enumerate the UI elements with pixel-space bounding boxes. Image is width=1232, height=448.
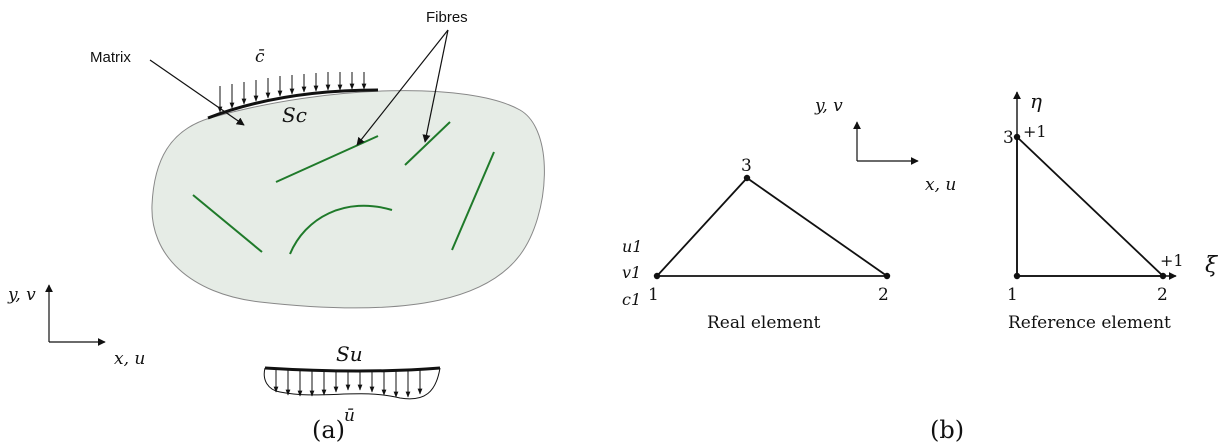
ref-node-1-label: 1 [1007,285,1018,305]
traction-arrows [217,72,367,113]
displacement-symbol: ū [344,406,355,426]
real-node-1 [653,272,661,280]
ref-node-3 [1013,133,1021,141]
fibres-label: Fibres [426,9,468,26]
dof-v-label: v1 [622,263,641,282]
displacement-boundary-label: Su [336,342,363,366]
fibre [451,151,495,251]
eta-axis-label: η [1030,89,1042,113]
ref-node-1 [1013,272,1021,280]
axes-b [853,121,919,165]
caption-b: (b) [930,416,964,444]
real-node-1-label: 1 [648,285,659,305]
real-element-title: Real element [707,313,821,333]
matrix-domain [151,90,545,309]
matrix-label: Matrix [90,49,131,66]
real-node-2 [883,272,891,280]
caption-a: (a) [312,416,345,444]
traction-boundary-label: Sc [282,103,307,127]
xi-axis-label: ξ [1205,253,1219,278]
fibres [192,121,495,255]
real-node-2-label: 2 [878,285,889,305]
reference-element-title: Reference element [1008,313,1171,333]
panel-a: Matrix Fibres c̄ Sc Su ū y, v x, u (a) [7,9,545,444]
reference-element-triangle [1016,134,1166,277]
panel-b: 1 2 3 u1 v1 c1 Real element y, v x, u 1 … [622,89,1219,444]
real-node-3 [743,174,751,182]
fibre [289,204,393,255]
dof-u-label: u1 [622,237,642,256]
axis-y-label-a: y, v [7,285,36,305]
ref-node-3-label: 3 [1003,128,1014,148]
ref-node-2-label: 2 [1157,285,1168,305]
fibre [404,121,451,166]
traction-boundary-sc [207,88,379,120]
fibre [192,194,263,253]
displacement-arrows [263,367,441,400]
real-node-3-label: 3 [741,156,752,176]
dof-c-label: c1 [622,290,641,309]
ref-node-2 [1159,272,1167,280]
traction-symbol: c̄ [255,47,265,67]
eta-tick-label: +1 [1023,122,1047,141]
axis-y-label-b: y, v [814,96,843,116]
reference-axes [1013,91,1177,280]
displacement-boundary-su [264,366,441,373]
axis-x-label-b: x, u [925,175,956,195]
axes-a [45,284,106,346]
leader-arrows [149,29,449,146]
real-element-triangle [654,176,890,277]
xi-tick-label: +1 [1160,251,1184,270]
axis-x-label-a: x, u [114,349,145,369]
